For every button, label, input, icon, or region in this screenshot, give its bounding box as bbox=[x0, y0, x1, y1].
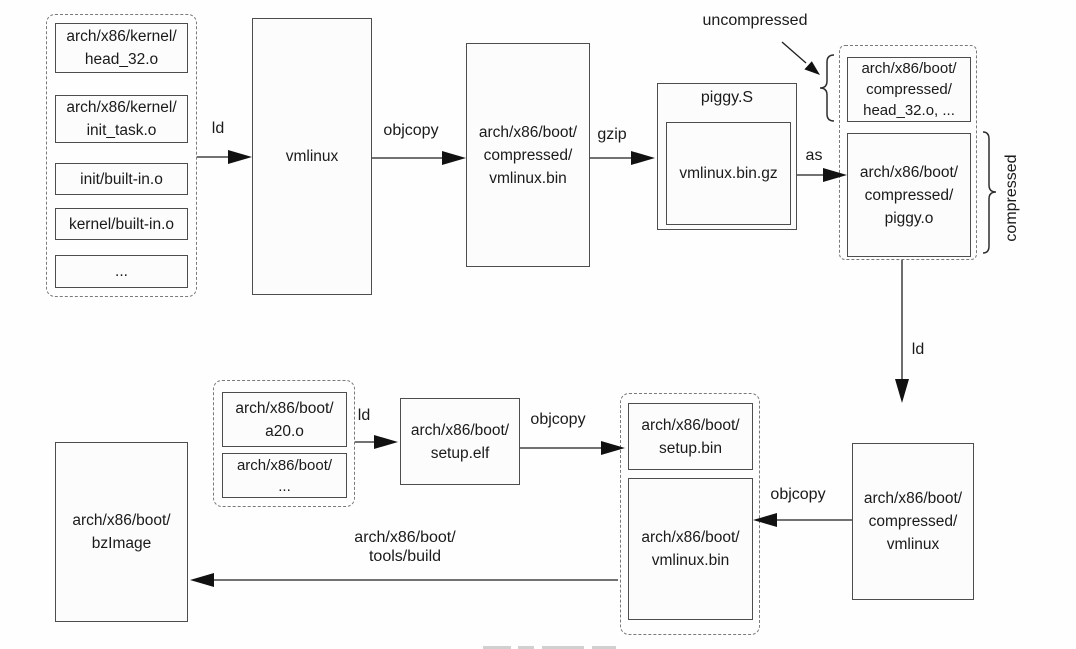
text-line: arch/x86/boot/ bbox=[859, 163, 959, 181]
brace-compressed bbox=[982, 131, 997, 254]
label-compressed: compressed bbox=[1003, 154, 1020, 242]
text-line: vmlinux bbox=[285, 148, 339, 165]
text-line: compressed/ bbox=[866, 81, 952, 98]
text-line: arch/x86/boot/ bbox=[236, 456, 333, 474]
arrow-tools-build bbox=[190, 573, 618, 587]
text-line: bzImage bbox=[91, 535, 152, 552]
group-kernel-objects bbox=[46, 14, 197, 297]
text-line: arch/x86/boot/ bbox=[354, 529, 456, 546]
label-objcopy-boot-vmlinux-bin: objcopy bbox=[770, 486, 826, 503]
text-line: piggy.o bbox=[884, 209, 934, 227]
node-more-boot-objects: arch/x86/boot/... bbox=[222, 453, 347, 498]
label-ld-setup-elf: ld bbox=[357, 407, 371, 424]
node-compressed-vmlinux: arch/x86/boot/compressed/vmlinux bbox=[852, 443, 974, 600]
text-line: setup.elf bbox=[430, 444, 490, 462]
label-tools-build: arch/x86/boot/tools/build bbox=[340, 528, 470, 566]
label-uncompressed: uncompressed bbox=[702, 12, 808, 29]
node-compressed-head-32-o: arch/x86/boot/compressed/head_32.o, ... bbox=[847, 57, 971, 122]
arrow-ld-setup-elf bbox=[355, 435, 398, 449]
text-line: init_task.o bbox=[86, 122, 157, 139]
arrow-objcopy-compressed-vmlinux-bin bbox=[372, 151, 466, 165]
text-line: arch/x86/boot/ bbox=[72, 512, 171, 529]
node-kernel-head-32-o: arch/x86/kernel/head_32.o bbox=[55, 23, 188, 73]
text-line: arch/x86/boot/ bbox=[478, 123, 578, 141]
text-line: vmlinux.bin bbox=[651, 552, 730, 569]
node-init-task-o: arch/x86/kernel/init_task.o bbox=[55, 95, 188, 143]
arrow-ld-compressed-vmlinux bbox=[895, 260, 909, 403]
text-line: kernel/built-in.o bbox=[68, 215, 175, 233]
node-compressed-vmlinux-bin: arch/x86/boot/compressed/vmlinux.bin bbox=[466, 43, 590, 267]
text-line: arch/x86/boot/ bbox=[235, 399, 334, 417]
node-vmlinux: vmlinux bbox=[252, 18, 372, 295]
text-line: compressed/ bbox=[864, 186, 954, 204]
text-line: arch/x86/boot/ bbox=[863, 490, 963, 507]
text-line: arch/x86/boot/ bbox=[861, 60, 957, 77]
node-a20-o: arch/x86/boot/a20.o bbox=[222, 392, 347, 447]
label-objcopy-compressed-vmlinux-bin: objcopy bbox=[383, 122, 439, 139]
node-kernel-built-in-o: kernel/built-in.o bbox=[55, 208, 188, 240]
label-ld-compressed-vmlinux: ld bbox=[911, 341, 925, 358]
text-line: vmlinux.bin bbox=[489, 169, 567, 187]
brace-uncompressed bbox=[819, 54, 835, 122]
text-line: head_32.o, ... bbox=[863, 102, 955, 119]
text-line: arch/x86/boot/ bbox=[410, 421, 510, 439]
arrow-ld-vmlinux bbox=[197, 150, 252, 164]
text-line: arch/x86/boot/ bbox=[641, 416, 740, 434]
text-line: vmlinux bbox=[886, 536, 940, 553]
node-compressed-piggy-o: arch/x86/boot/compressed/piggy.o bbox=[847, 133, 971, 257]
node-vmlinux-bin-gz: vmlinux.bin.gz bbox=[666, 122, 791, 225]
text-line: arch/x86/kernel/ bbox=[66, 28, 177, 45]
arrow-gzip bbox=[590, 151, 655, 165]
node-more-kernel-objects: ... bbox=[55, 255, 188, 288]
text-line: init/built-in.o bbox=[80, 170, 163, 188]
text-line: ... bbox=[115, 263, 128, 280]
label-as: as bbox=[805, 147, 823, 164]
arrow-objcopy-boot-vmlinux-bin bbox=[753, 513, 852, 527]
text-line: compressed/ bbox=[483, 146, 573, 164]
text-line: setup.bin bbox=[659, 439, 722, 457]
node-boot-vmlinux-bin: arch/x86/boot/vmlinux.bin bbox=[628, 478, 753, 620]
text-line: a20.o bbox=[265, 422, 304, 440]
node-setup-elf: arch/x86/boot/setup.elf bbox=[400, 398, 520, 485]
text-line: ... bbox=[278, 477, 291, 495]
text-line: vmlinux.bin.gz bbox=[679, 165, 778, 182]
label-gzip: gzip bbox=[597, 126, 627, 143]
text-line: head_32.o bbox=[84, 51, 159, 68]
arrow-objcopy-setup-bin bbox=[520, 441, 625, 455]
node-setup-bin: arch/x86/boot/setup.bin bbox=[628, 403, 753, 470]
node-piggy-s-title: piggy.S bbox=[700, 89, 754, 106]
group-compressed-objects bbox=[839, 45, 977, 260]
text-line: compressed/ bbox=[868, 513, 958, 530]
node-init-built-in-o: init/built-in.o bbox=[55, 163, 188, 195]
arrow-uncompressed bbox=[781, 41, 820, 75]
label-ld-vmlinux: ld bbox=[211, 120, 225, 137]
label-objcopy-setup-bin: objcopy bbox=[530, 411, 586, 428]
text-line: arch/x86/boot/ bbox=[641, 529, 740, 546]
group-boot-objects bbox=[213, 380, 355, 507]
text-line: arch/x86/kernel/ bbox=[66, 99, 177, 116]
node-piggy-s: piggy.S vmlinux.bin.gz bbox=[657, 83, 797, 230]
node-bzimage: arch/x86/boot/bzImage bbox=[55, 442, 188, 622]
text-line: tools/build bbox=[368, 548, 442, 565]
